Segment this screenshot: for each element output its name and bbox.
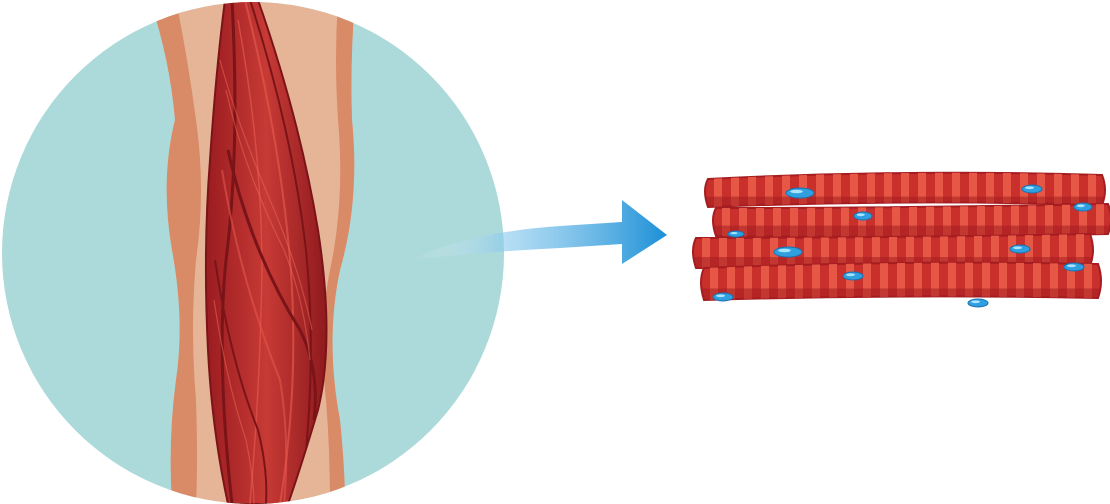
fiber-nucleus	[727, 230, 745, 238]
fiber-nucleus	[785, 187, 815, 199]
nucleus-highlight	[1025, 186, 1034, 190]
nucleus-highlight	[778, 248, 791, 253]
fiber-nucleus	[1021, 184, 1043, 194]
nucleus-highlight	[1013, 246, 1022, 250]
fiber-striations	[701, 262, 1101, 300]
fiber-nucleus	[712, 292, 734, 302]
nucleus-highlight	[856, 213, 865, 217]
fiber-nucleus	[1063, 262, 1085, 272]
nucleus-highlight	[730, 232, 738, 235]
muscle-fibers	[692, 171, 1110, 308]
fiber-nucleus	[967, 298, 989, 308]
fiber-nucleus	[1073, 202, 1093, 212]
skin-edge-right	[322, 2, 355, 504]
nucleus-highlight	[1067, 264, 1076, 268]
fiber-nucleus	[773, 246, 803, 258]
fiber-nucleus	[853, 211, 873, 221]
fiber-striations	[705, 172, 1105, 207]
fiber-nucleus	[1009, 244, 1031, 254]
skin-edge-left	[150, 2, 201, 504]
zoom-arrow	[410, 200, 667, 264]
muscle-striations	[213, 2, 317, 504]
magnifier-circle	[2, 2, 504, 504]
nucleus-highlight	[1076, 204, 1085, 208]
fiber-nucleus	[842, 271, 864, 281]
nucleus-highlight	[971, 300, 980, 304]
muscle-fiber	[712, 202, 1110, 238]
arm-cross-section	[150, 2, 355, 504]
muscle-fiber	[700, 261, 1102, 302]
nucleus-highlight	[846, 273, 855, 277]
nucleus-highlight	[790, 189, 803, 194]
nucleus-highlight	[716, 294, 725, 298]
fiber-striations	[713, 204, 1110, 237]
